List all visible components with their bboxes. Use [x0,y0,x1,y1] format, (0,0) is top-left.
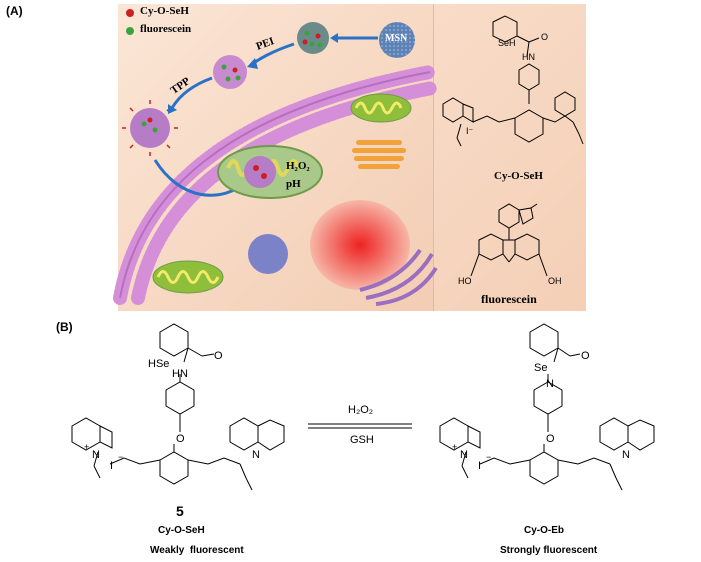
left-hn: HN [172,368,188,380]
msn-particle [379,22,415,58]
left-name: Cy-O-SeH [158,525,205,536]
er-purple [359,248,438,306]
panel-a-structures-bg [433,4,586,311]
right-n-plus: N [460,449,468,461]
left-minus: − [118,452,124,462]
lysosome [248,234,288,274]
left-desc: Weakly fluorescent [150,545,244,556]
left-o-ether: O [176,433,185,445]
hn-label: HN [522,52,535,62]
oh-label: OH [548,276,562,286]
mitochondrion-2 [152,260,224,294]
left-n-right: N [252,449,260,461]
o-label: O [541,32,549,42]
ph-label: pH [286,178,301,190]
fluorescein-name-label: fluorescein [481,292,537,306]
panel-a-graphics [113,22,439,306]
right-iodide: I [478,460,482,472]
pei-particle [213,55,247,89]
left-number: 5 [176,503,184,519]
right-n-right: N [622,449,630,461]
ho-label: HO [458,276,472,286]
right-desc: Strongly fluorescent [500,545,598,556]
right-o-carbonyl: O [581,350,590,362]
panel-a-structures [442,15,584,277]
cy-name-label: Cy-O-SeH [494,170,543,182]
panel-b-label: (B) [56,320,73,334]
panel-a-label: (A) [6,4,23,18]
seh-label: SeH [498,38,516,48]
loaded-particle [297,22,329,54]
right-name: Cy-O-Eb [524,525,564,536]
left-hse: HSe [148,358,170,370]
left-n-plus: N [92,449,100,461]
left-plus: + [84,442,90,452]
msn-label: MSN [385,33,408,44]
golgi-orange [352,140,406,169]
nucleus [310,200,410,290]
right-se: Se [534,362,548,374]
mitochondrion-target [217,145,323,199]
left-iodide: I [110,460,114,472]
reagent-top: H₂O₂ [348,404,374,416]
legend-fl-label: fluorescein [140,23,192,35]
right-o-ether: O [546,433,555,445]
mitochondrion-1 [350,93,412,123]
legend-fl-dot [126,27,134,35]
legend-cy-label: Cy-O-SeH [140,5,189,17]
left-o-carbonyl: O [214,350,223,362]
right-minus: − [486,452,492,462]
panel-b-structures [71,323,655,491]
legend-cy-dot [126,9,134,17]
iodide-label: I⁻ [466,126,474,136]
right-n: N [546,378,554,390]
right-plus: + [452,442,458,452]
h2o2-label: H₂O₂ [286,160,310,172]
reagent-bottom: GSH [350,434,374,446]
